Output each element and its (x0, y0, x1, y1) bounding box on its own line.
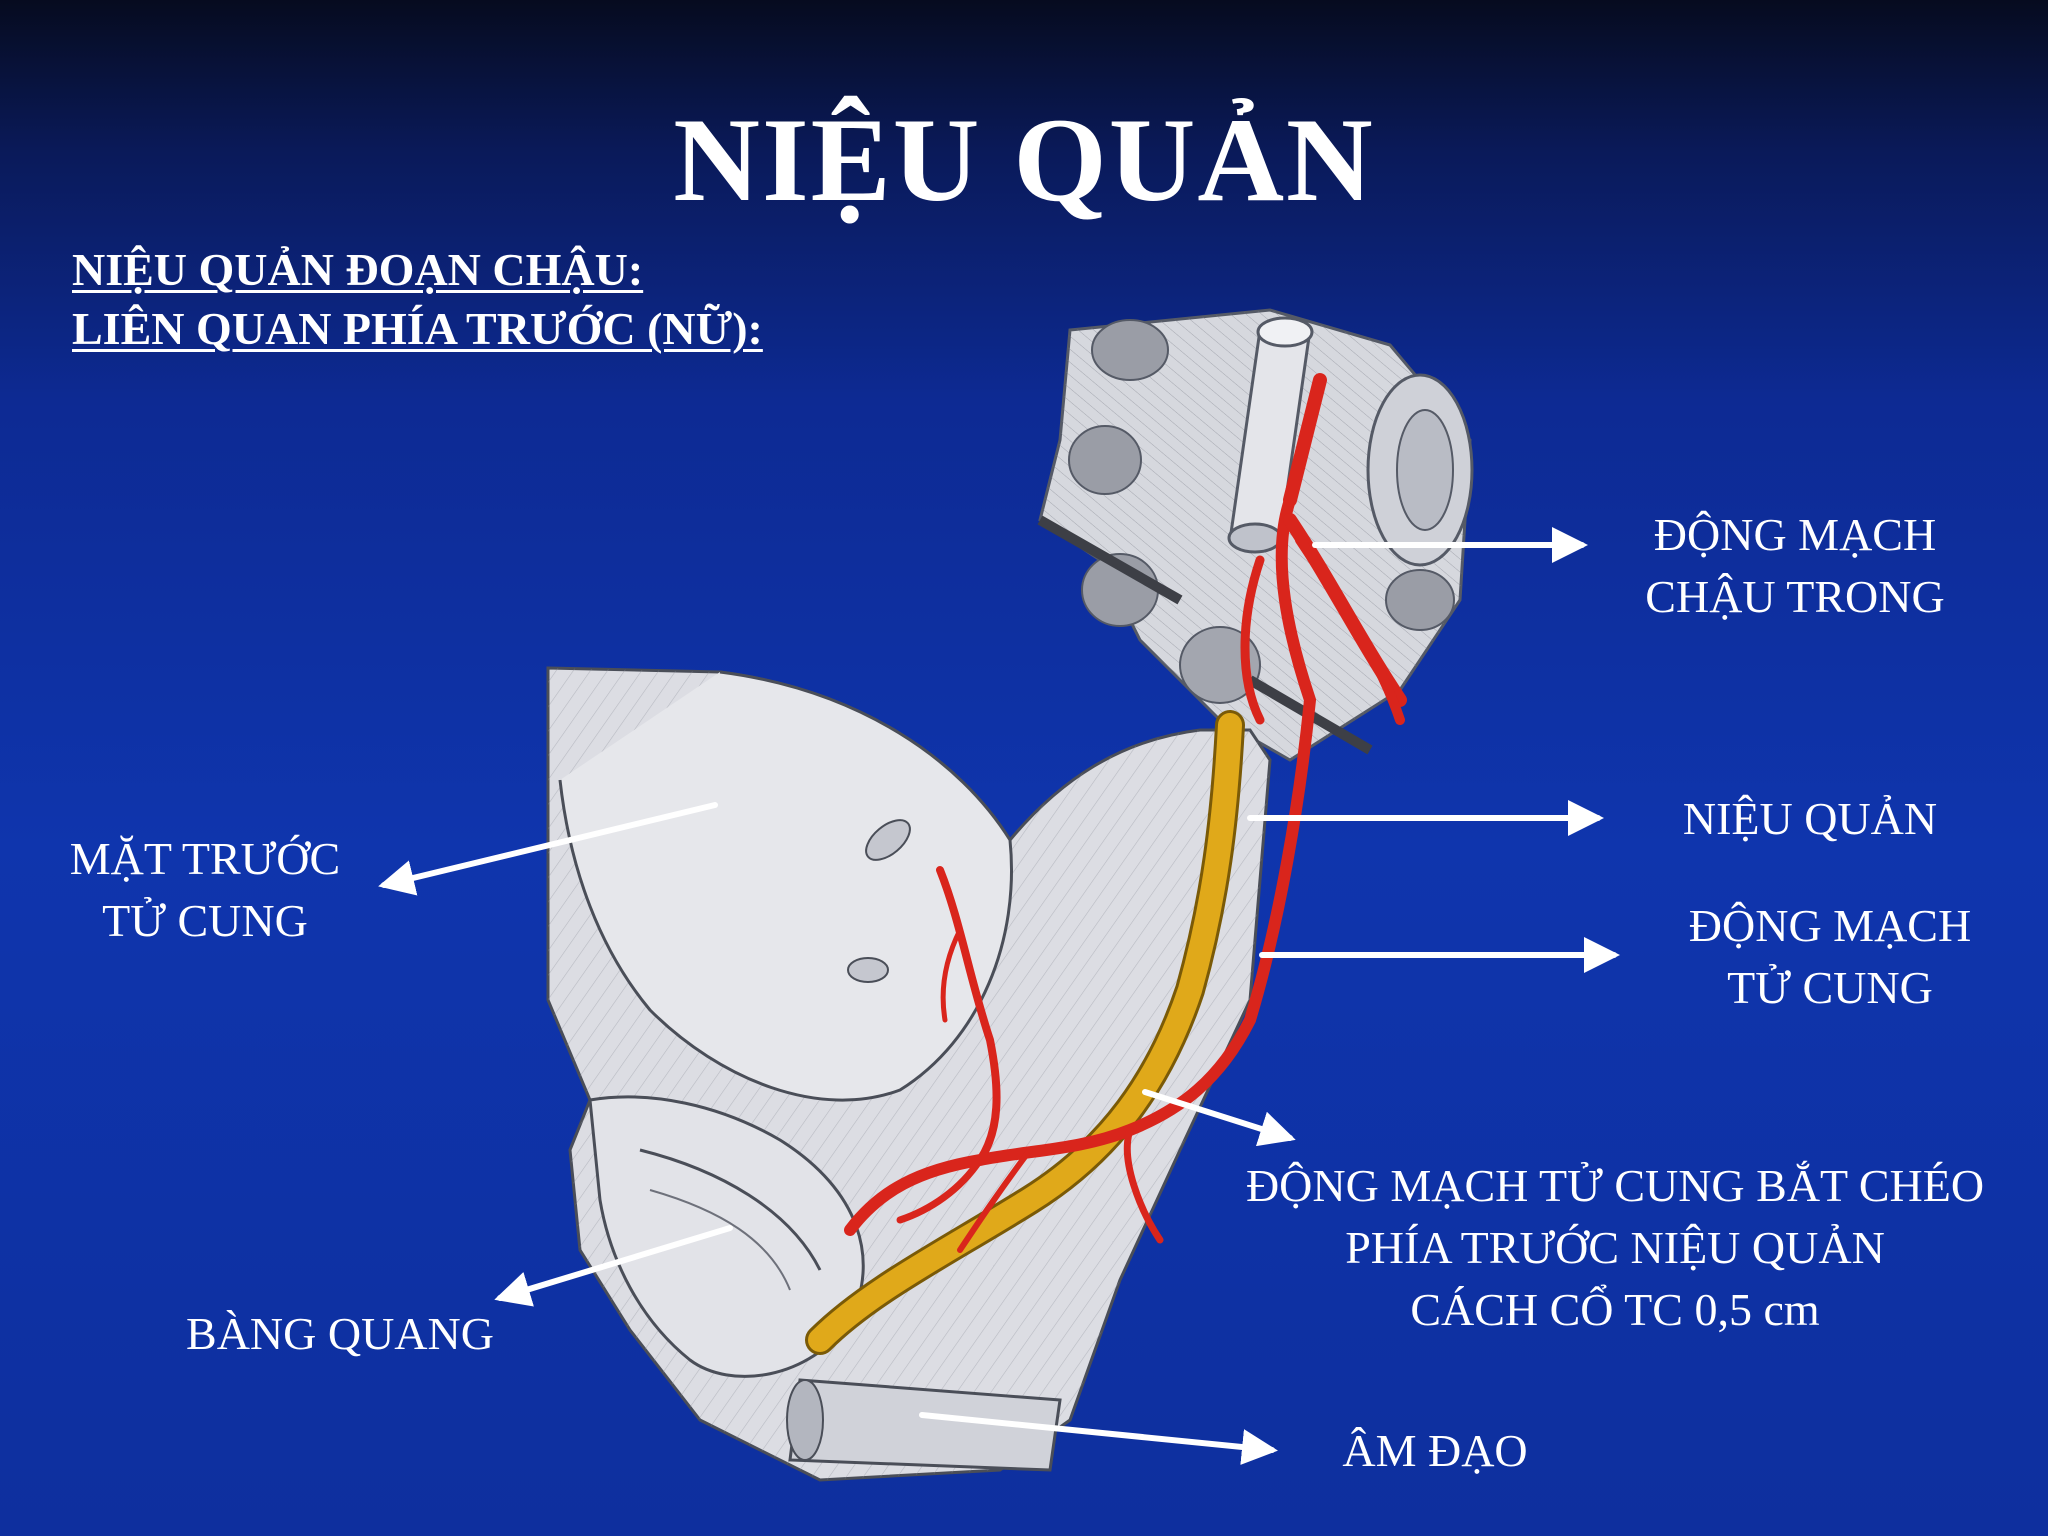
arrow-bladder (494, 1225, 733, 1307)
label-ureter: NIỆU QUẢN (1682, 793, 1938, 844)
pelvic-wall-drawing (1037, 308, 1474, 762)
bladder-drawing (588, 1095, 865, 1378)
label-bladder: BÀNG QUANG (186, 1308, 494, 1359)
label-uterine-artery: ĐỘNG MẠCH TỬ CUNG (1688, 900, 1972, 1013)
arrow-crossing-point (1142, 1089, 1296, 1147)
label-vagina: ÂM ĐẠO (1342, 1425, 1528, 1476)
slide-title: NIỆU QUẢN (673, 93, 1375, 226)
label-arrows (378, 527, 1620, 1465)
arrow-vagina (919, 1412, 1278, 1465)
subtitle-line-2: LIÊN QUAN PHÍA TRƯỚC (NỮ): (72, 303, 763, 354)
label-crossing-note: ĐỘNG MẠCH TỬ CUNG BẮT CHÉO PHÍA TRƯỚC NI… (1245, 1160, 1985, 1335)
label-internal-iliac-artery: ĐỘNG MẠCH CHẬU TRONG (1645, 509, 1945, 622)
subtitle-line-1: NIỆU QUẢN ĐOẠN CHẬU: (72, 244, 644, 295)
vagina-drawing (786, 1378, 1062, 1472)
arrow-anterior-uterus (378, 802, 718, 896)
artery-drawing (844, 373, 1407, 1253)
label-anterior-uterus: MẶT TRƯỚC TỬ CUNG (69, 833, 341, 946)
